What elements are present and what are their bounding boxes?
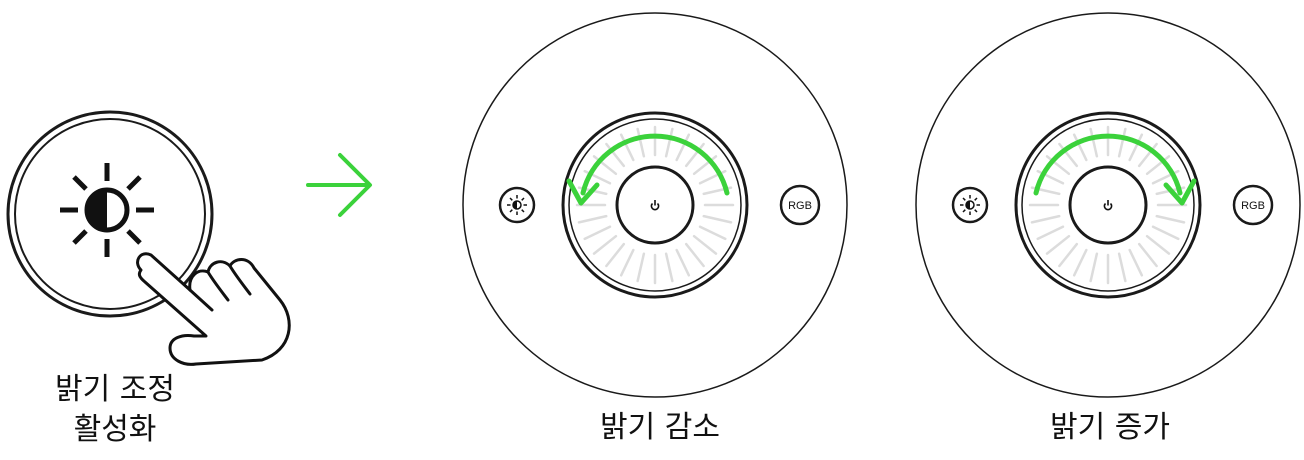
device-outline (915, 12, 1301, 398)
dial-tick (619, 248, 635, 277)
dial-tick (684, 142, 705, 168)
dial-tick (1117, 127, 1127, 158)
dial-tick (1058, 142, 1079, 168)
dial-tick (1089, 252, 1099, 283)
device-outline (462, 12, 848, 398)
dial-tick (1137, 242, 1158, 268)
dial-tick (1151, 225, 1180, 241)
increase-brightness-panel: RGB (915, 12, 1301, 398)
brightness-button[interactable] (498, 186, 536, 224)
dial-tick (1058, 242, 1079, 268)
dial-tick (1145, 234, 1171, 255)
rgb-button-label: RGB (1241, 200, 1265, 212)
dial-ring-outer[interactable] (561, 111, 749, 299)
dial-tick (684, 242, 705, 268)
dial-tick (698, 225, 727, 241)
dial-tick (619, 133, 635, 162)
dial-tick (1128, 133, 1144, 162)
dial-ticks (575, 125, 735, 285)
caption-increase-brightness: 밝기 증가 (1050, 410, 1170, 445)
activate-brightness-panel (6, 110, 291, 366)
hand-pointer-icon (136, 252, 291, 366)
dial-tick (605, 242, 626, 268)
dial-tick (1072, 133, 1088, 162)
dial-ring-inner (568, 118, 742, 292)
rgb-button[interactable]: RGB (1232, 184, 1274, 226)
dial-tick (577, 214, 608, 224)
dial-tick (636, 252, 646, 283)
brightness-icon (960, 195, 980, 215)
dial-tick (605, 142, 626, 168)
rotation-arrow-counterclockwise-icon (566, 133, 730, 206)
rotation-arrow-clockwise-icon (1033, 133, 1197, 206)
dial-tick (1045, 155, 1071, 176)
dial-tick (1145, 155, 1171, 176)
caption-line-1: 밝기 조정 (55, 372, 175, 407)
rgb-button-label: RGB (788, 200, 812, 212)
brightness-button-outer[interactable] (6, 110, 214, 318)
dial-tick (1155, 214, 1186, 224)
brightness-button-inner (14, 118, 206, 310)
caption-activate-brightness: 밝기 조정 활성화 (20, 370, 210, 450)
dial-tick (1137, 142, 1158, 168)
next-step-arrow-icon (306, 153, 372, 217)
dial-tick (583, 225, 612, 241)
dial-tick (592, 155, 618, 176)
dial-tick (1117, 252, 1127, 283)
dial-tick (692, 155, 718, 176)
brightness-button[interactable] (951, 186, 989, 224)
dial-tick (1072, 248, 1088, 277)
caption-line-2: 활성화 (73, 412, 157, 447)
dial-ring-inner (1021, 118, 1195, 292)
dial-ring-outer[interactable] (1014, 111, 1202, 299)
dial-tick (664, 127, 674, 158)
dial-tick (702, 214, 733, 224)
brightness-icon (60, 163, 154, 257)
dial-tick (1036, 225, 1065, 241)
power-icon (1103, 200, 1113, 211)
dial-tick (1030, 214, 1061, 224)
dial-tick (664, 252, 674, 283)
dial-tick (1045, 234, 1071, 255)
decrease-brightness-panel: RGB (462, 12, 848, 398)
dial-tick (1128, 248, 1144, 277)
rgb-button[interactable]: RGB (779, 184, 821, 226)
dial-tick (1089, 127, 1099, 158)
dial-tick (592, 234, 618, 255)
dial-tick (675, 248, 691, 277)
brightness-icon (507, 195, 527, 215)
dial-tick (692, 234, 718, 255)
caption-decrease-brightness: 밝기 감소 (600, 410, 720, 445)
dial-tick (675, 133, 691, 162)
power-icon (650, 200, 660, 211)
dial-tick (636, 127, 646, 158)
